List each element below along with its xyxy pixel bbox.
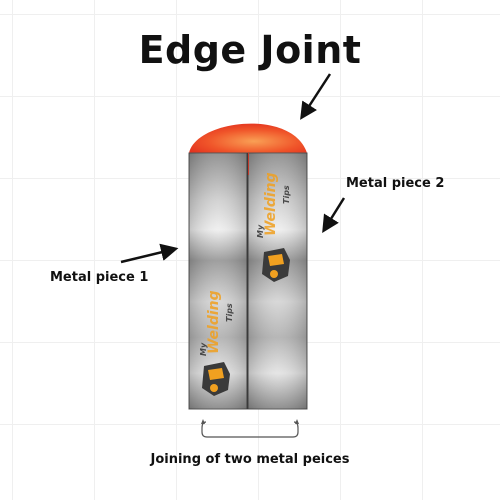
watermark-line2-bottom: Welding xyxy=(206,290,222,354)
joining-bracket xyxy=(201,421,299,438)
arrow-to-piece-2 xyxy=(322,197,346,233)
watermark-line1-bottom: My xyxy=(199,342,208,356)
metal-piece-2-label: Metal piece 2 xyxy=(346,176,445,191)
welder-mascot-icon xyxy=(202,362,230,396)
diagram-title: Edge Joint xyxy=(138,28,362,72)
watermark-line2-top: Welding xyxy=(263,172,279,236)
arrow-to-piece-1 xyxy=(120,243,179,264)
metal-piece-1-label: Metal piece 1 xyxy=(50,270,149,285)
arrow-to-weld xyxy=(300,73,332,120)
watermark-logo-bottom: My Welding Tips xyxy=(199,290,234,356)
metal-piece-1 xyxy=(188,152,248,410)
watermark-line1-top: My xyxy=(256,224,265,238)
watermark-logo-top: My Welding Tips xyxy=(256,172,291,238)
metal-piece-2 xyxy=(247,152,308,410)
welder-mascot-icon xyxy=(262,248,290,282)
watermark-line3-bottom: Tips xyxy=(225,303,234,322)
joining-caption: Joining of two metal peices xyxy=(150,452,350,467)
weld-bead xyxy=(189,123,307,153)
watermark-line3-top: Tips xyxy=(282,185,291,204)
